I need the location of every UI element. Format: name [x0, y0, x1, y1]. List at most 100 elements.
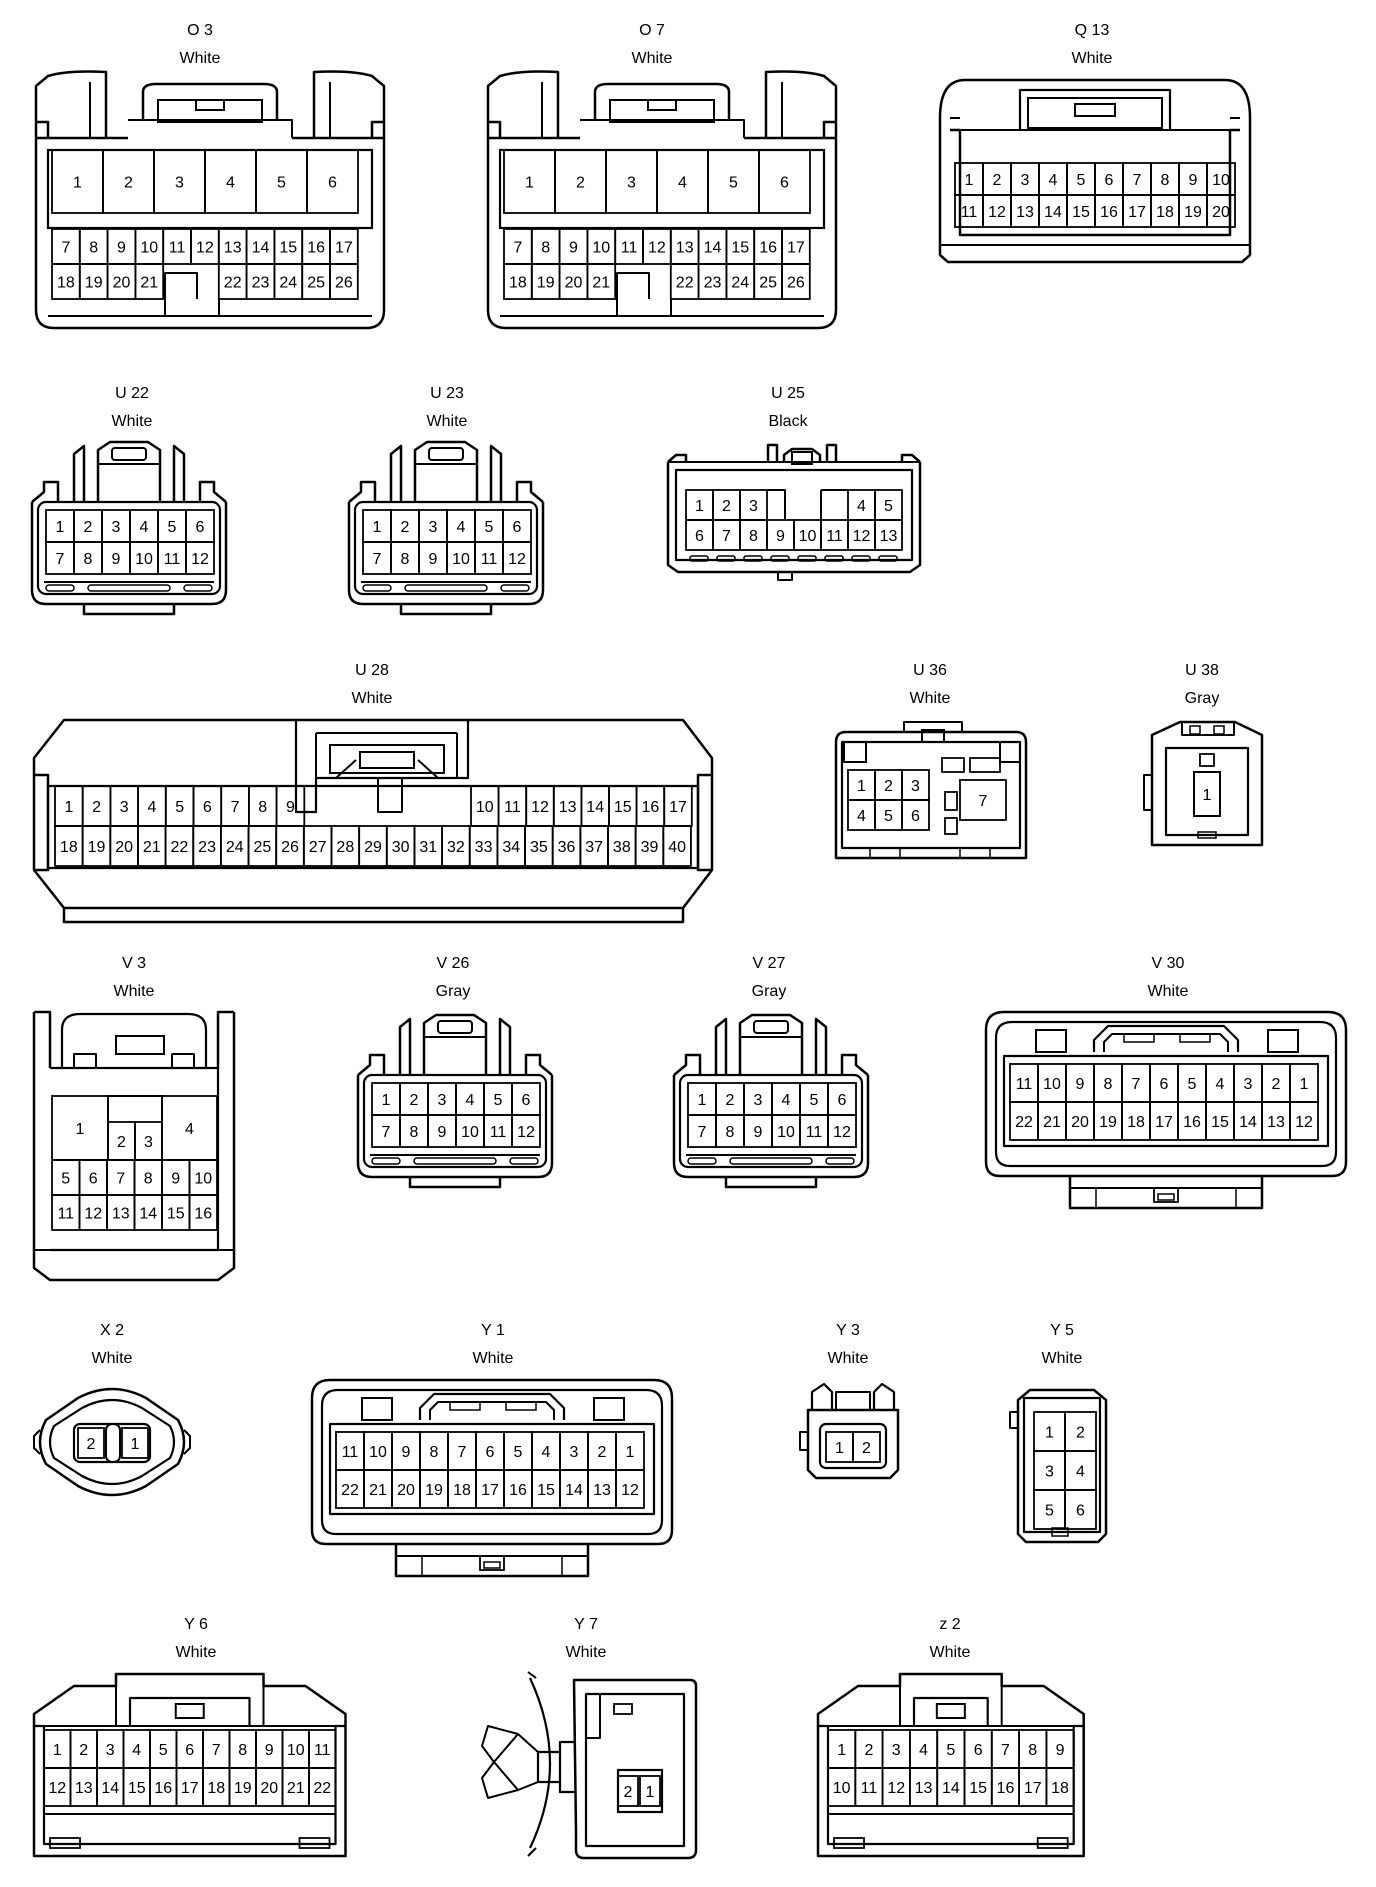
- pin-number: 5: [1045, 1503, 1054, 1520]
- pin-number: 16: [1183, 1114, 1201, 1131]
- pin-cell: 4: [137, 785, 167, 827]
- pin-cell: 21: [1037, 1101, 1067, 1141]
- pin-number: 4: [919, 1742, 928, 1759]
- pin-cell: 2: [107, 1121, 136, 1161]
- pin-cell: 14: [245, 228, 276, 265]
- pin-number: 4: [132, 1742, 141, 1759]
- pin-number: 1: [73, 175, 82, 192]
- pin-number: 7: [231, 799, 240, 816]
- pin-cell: 4: [1205, 1063, 1235, 1103]
- pin-cell: 20: [1065, 1101, 1095, 1141]
- pin-number: 1: [1045, 1425, 1054, 1442]
- pin-cell: 8: [715, 1114, 745, 1148]
- pin-number: 12: [508, 551, 526, 568]
- pin-cell: 7: [447, 1431, 477, 1471]
- pin-number: 4: [678, 175, 687, 192]
- pin-number: 6: [1160, 1076, 1169, 1093]
- connector-code: Y 5: [1050, 1322, 1074, 1339]
- pin-number: 6: [185, 1742, 194, 1759]
- pin-number: 1: [64, 799, 73, 816]
- pin-cell: 5: [874, 799, 903, 831]
- pin-number: 20: [115, 839, 133, 856]
- pin-number: 1: [56, 519, 65, 536]
- pin-cell: 2: [81, 785, 112, 827]
- pin-cell: 5: [474, 509, 504, 543]
- pin-cell: 2: [554, 149, 607, 214]
- pin-number: 10: [140, 240, 158, 257]
- pin-cell: 7: [712, 519, 741, 551]
- connector-code: U 38: [1185, 662, 1219, 679]
- pin-cell: 10: [188, 1159, 218, 1196]
- pin-number: 7: [698, 1124, 707, 1141]
- pin-cell: 5: [707, 149, 760, 214]
- pin-number: 11: [504, 799, 521, 816]
- pin-number: 19: [85, 275, 103, 292]
- pin-cell: 3: [559, 1431, 589, 1471]
- pin-cell: 6: [1149, 1063, 1179, 1103]
- pin-cell: 11: [483, 1114, 513, 1148]
- pin-cell: 17: [475, 1469, 505, 1509]
- pin-cell: 12: [43, 1767, 72, 1807]
- connector-code: U 22: [115, 385, 149, 402]
- pin-number: 7: [116, 1171, 125, 1188]
- pin-number: 3: [429, 519, 438, 536]
- pin-cell: 20: [1206, 194, 1236, 228]
- pin-number: 24: [226, 839, 244, 856]
- pin-number: 4: [782, 1092, 791, 1109]
- pin-cell: 17: [329, 228, 359, 265]
- pin-number: 1: [965, 172, 974, 189]
- connector-color: White: [113, 983, 155, 1000]
- pin-cell: 9: [255, 1729, 284, 1769]
- pin-number: 2: [410, 1092, 419, 1109]
- pin-number: 5: [1188, 1076, 1197, 1093]
- pin-cell: 10: [470, 785, 500, 827]
- pin-cell: 21: [137, 825, 167, 867]
- pin-cell: 3: [427, 1082, 457, 1116]
- pin-number: 3: [1244, 1076, 1253, 1093]
- pin-cell: 16: [188, 1194, 218, 1231]
- pin-number: 2: [1272, 1076, 1281, 1093]
- pin-cell: 2: [874, 769, 903, 801]
- pin-cell: 1: [503, 149, 556, 214]
- pin-cell: 11: [614, 228, 644, 265]
- pin-cell: 26: [275, 825, 305, 867]
- pin-number: 10: [452, 551, 470, 568]
- pin-cell: 7: [1122, 162, 1152, 196]
- pin-number: 7: [1001, 1742, 1010, 1759]
- connector-color: Gray: [1184, 690, 1220, 707]
- pin-cell: 2: [390, 509, 420, 543]
- pin-cell: 6: [306, 149, 359, 214]
- pin-number: 11: [1016, 1076, 1033, 1093]
- pin-number: 4: [1076, 1464, 1085, 1481]
- pin-cell: 19: [419, 1469, 449, 1509]
- connector-color: White: [426, 413, 468, 430]
- pin-cell: 3: [901, 769, 930, 801]
- pin-cell: 2: [399, 1082, 429, 1116]
- pin-cell: 16: [1094, 194, 1124, 228]
- pin-cell: 7: [1121, 1063, 1151, 1103]
- pin-cell: 7: [371, 1114, 401, 1148]
- pin-cell: 11: [1009, 1063, 1039, 1103]
- pin-number: 22: [224, 275, 242, 292]
- pin-number: 10: [799, 528, 817, 545]
- pin-number: 1: [131, 1436, 140, 1453]
- connector-code: V 3: [121, 955, 146, 972]
- pin-cell: 6: [192, 785, 223, 827]
- pin-cell: 16: [149, 1767, 178, 1807]
- pin-number: 10: [476, 799, 494, 816]
- pin-number: 6: [522, 1092, 531, 1109]
- pin-cell: 34: [496, 825, 526, 867]
- pin-cell: 25: [247, 825, 278, 867]
- pin-number: 7: [458, 1444, 467, 1461]
- pin-cell: 7: [687, 1114, 717, 1148]
- pin-number: 40: [668, 839, 686, 856]
- pin-cell: 31: [413, 825, 444, 867]
- pin-number: 1: [76, 1121, 85, 1138]
- pin-number: 2: [862, 1440, 871, 1457]
- pin-number: 13: [224, 240, 242, 257]
- pin-number: 8: [84, 551, 93, 568]
